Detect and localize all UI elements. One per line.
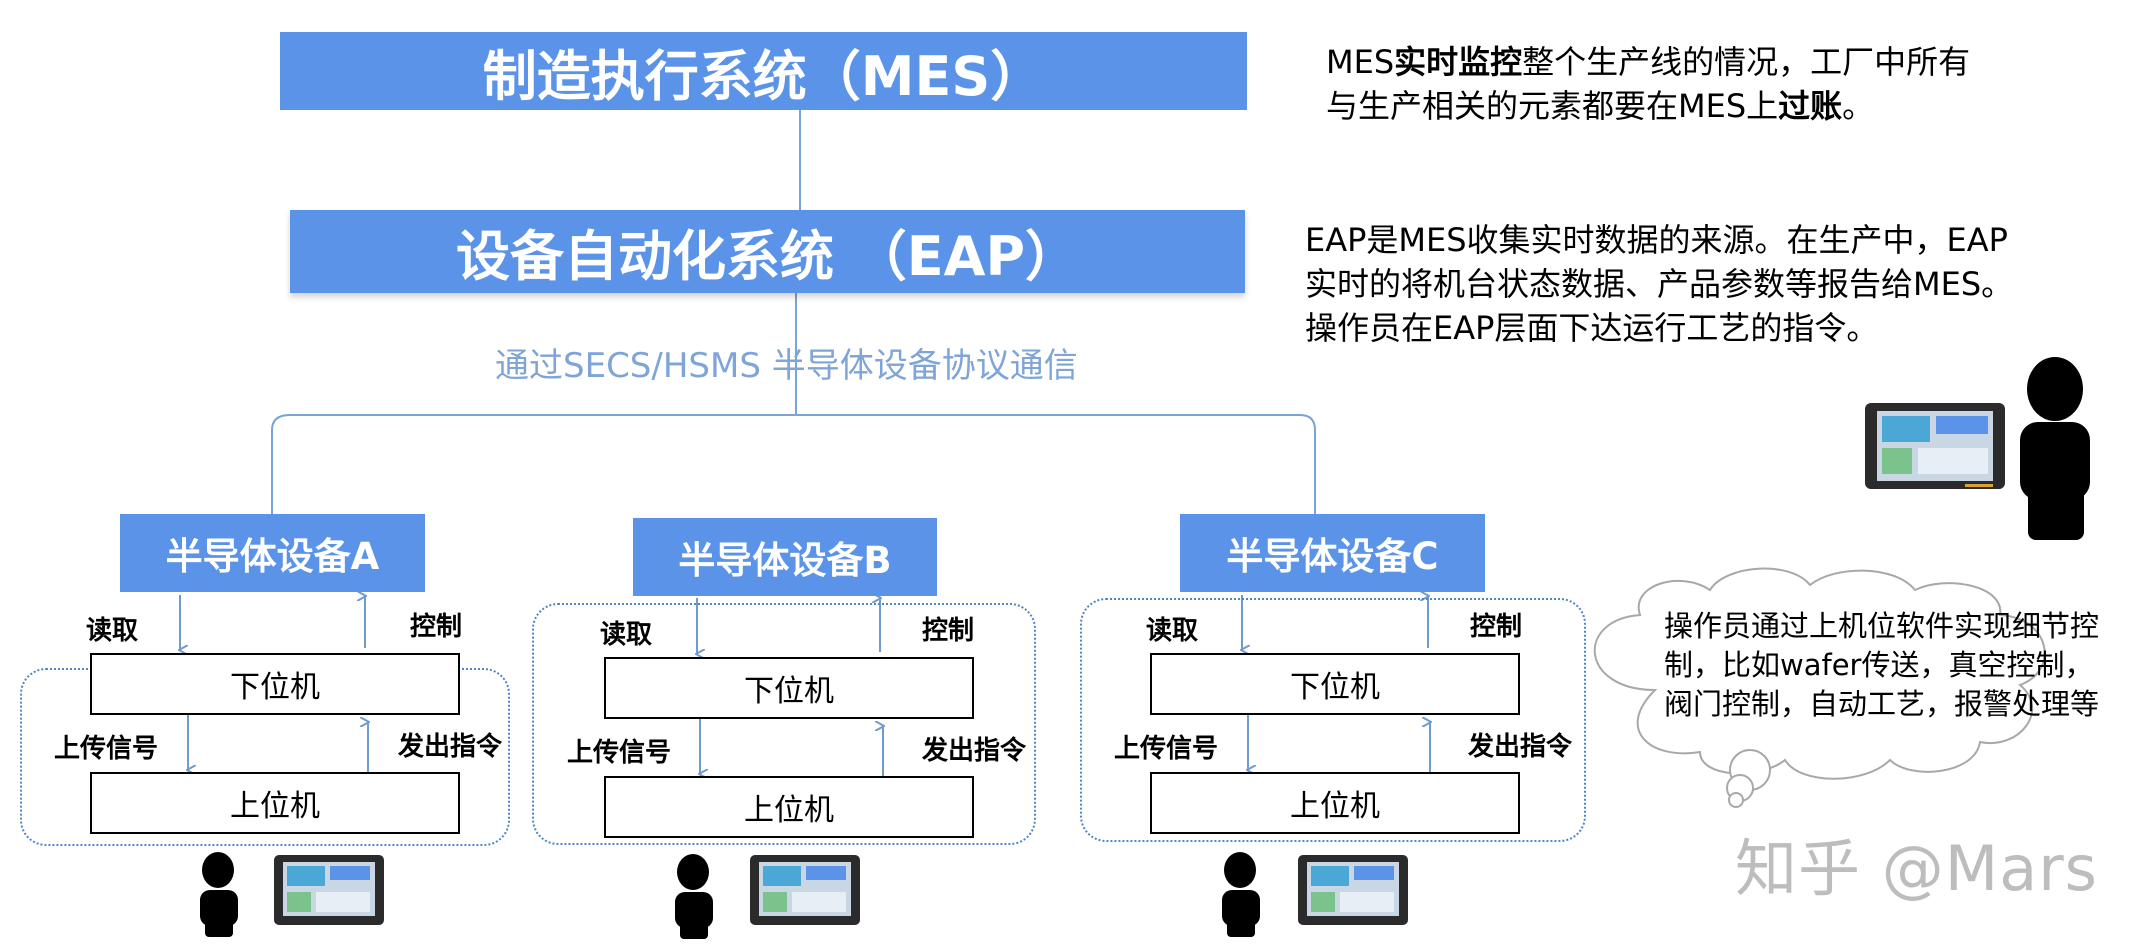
device-a-upload-label: 上传信号	[54, 734, 159, 764]
eap-desc-line: 实时的将机台状态数据、产品参数等报告给MES。	[1305, 265, 2014, 303]
cloud-text: 操作员通过上机位软件实现细节控制，比如wafer传送，真空控制，阀门控制，自动工…	[1664, 609, 2100, 721]
device-b-control-label: 控制	[922, 616, 975, 646]
eap-desc-line: 操作员在EAP层面下达运行工艺的指令。	[1305, 309, 1879, 347]
device-c-group	[1080, 598, 1586, 842]
device-b-lower-machine: 下位机	[604, 657, 974, 719]
device-a-control-label: 控制	[410, 612, 463, 642]
device-b-upper-machine: 上位机	[604, 776, 974, 838]
watermark: 知乎 @Mars	[1735, 832, 2098, 905]
device-c-lower-machine: 下位机	[1150, 653, 1520, 715]
device-a-command-label: 发出指令	[398, 732, 503, 762]
operator-right-person-icon	[2020, 357, 2090, 540]
operator-c-tablet-icon	[1298, 855, 1408, 925]
device-b-command-label: 发出指令	[922, 736, 1027, 766]
device-b-upload-label: 上传信号	[567, 738, 672, 768]
device-c-control-label: 控制	[1470, 612, 1523, 642]
mes-desc-part: 整个生产线的情况，工厂中所有	[1522, 43, 1971, 81]
operator-c-person-icon	[1222, 852, 1260, 937]
operator-b-tablet-icon	[750, 855, 860, 925]
device-c-read-label: 读取	[1146, 616, 1199, 646]
mes-banner: 制造执行系统（MES）	[280, 32, 1247, 110]
mes-desc-emph-posting: 过账	[1778, 87, 1843, 125]
mes-desc-emph-realtime: 实时监控	[1394, 43, 1523, 81]
device-c-command-label: 发出指令	[1468, 732, 1573, 762]
device-b-read-label: 读取	[600, 620, 653, 650]
operator-a-tablet-icon	[274, 855, 384, 925]
device-bus	[271, 414, 1316, 516]
device-b-banner: 半导体设备B	[633, 518, 937, 596]
thought-cloud	[1593, 567, 2046, 808]
device-a-lower-machine: 下位机	[90, 653, 460, 715]
mes-description: MES实时监控整个生产线的情况，工厂中所有 与生产相关的元素都要在MES上过账。	[1326, 40, 2106, 128]
mes-desc-part: 与生产相关的元素都要在MES上	[1326, 87, 1779, 125]
operator-right-tablet-icon	[1865, 403, 2005, 489]
device-c-upper-machine: 上位机	[1150, 772, 1520, 834]
device-a-upper-machine: 上位机	[90, 772, 460, 834]
device-c-banner: 半导体设备C	[1180, 514, 1485, 592]
device-c-upload-label: 上传信号	[1114, 734, 1219, 764]
mes-desc-part: MES	[1326, 43, 1395, 81]
mes-desc-part: 。	[1842, 87, 1875, 125]
eap-desc-line: EAP是MES收集实时数据的来源。在生产中，EAP	[1305, 221, 2008, 259]
operator-b-person-icon	[675, 854, 713, 939]
eap-description: EAP是MES收集实时数据的来源。在生产中，EAP 实时的将机台状态数据、产品参…	[1305, 218, 2135, 350]
protocol-label: 通过SECS/HSMS 半导体设备协议通信	[495, 346, 1078, 386]
device-b-group	[532, 603, 1036, 845]
operator-a-person-icon	[200, 852, 238, 937]
device-a-read-label: 读取	[86, 616, 139, 646]
eap-banner: 设备自动化系统 （EAP）	[290, 210, 1245, 293]
device-a-banner: 半导体设备A	[120, 514, 425, 592]
